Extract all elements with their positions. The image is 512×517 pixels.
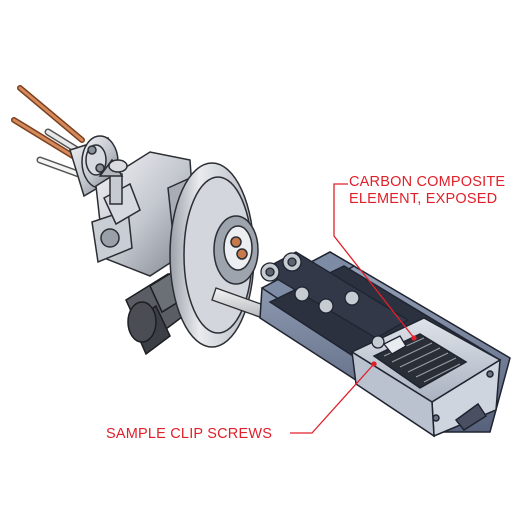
copper-wires xyxy=(11,85,94,180)
callout-carbon-line2: ELEMENT, EXPOSED xyxy=(349,191,498,207)
clip-screw xyxy=(344,290,360,306)
callout-carbon-line1: CARBON COMPOSITE xyxy=(349,174,506,190)
callout-sample-clip-screws: SAMPLE CLIP SCREWS xyxy=(106,426,273,442)
vacuum-flange xyxy=(167,162,259,348)
sample-clips xyxy=(260,251,410,355)
callout-leaders xyxy=(290,183,417,434)
carbon-element-grooves xyxy=(383,337,461,383)
screws-leader xyxy=(290,363,375,434)
callout-carbon-element: CARBON COMPOSITE ELEMENT, EXPOSED xyxy=(349,174,505,208)
clip-screw xyxy=(318,298,334,314)
clip-screw xyxy=(294,286,310,302)
carbon-leader xyxy=(333,183,415,339)
clip-screw xyxy=(371,335,385,349)
wing-nut xyxy=(98,158,128,205)
